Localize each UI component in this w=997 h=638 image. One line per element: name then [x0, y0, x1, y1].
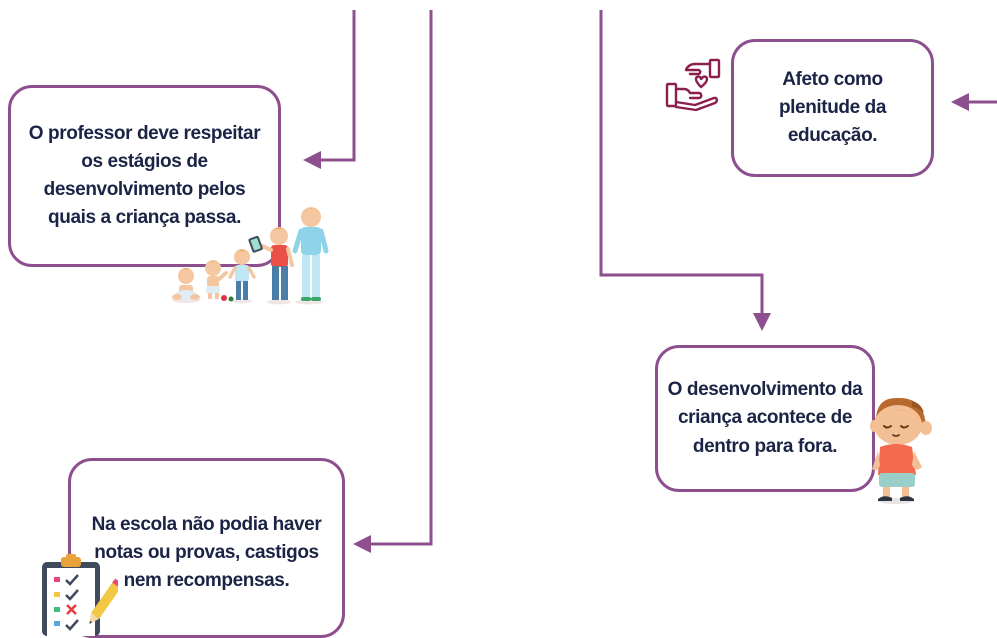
tween-figure — [248, 227, 294, 300]
node-professor: O professor deve respeitar os estágios d… — [8, 85, 281, 267]
connector-to-professor — [303, 10, 356, 169]
baby-figure — [172, 268, 200, 300]
child-growth-stages-illustration — [172, 207, 329, 305]
node-afeto-text: Afeto como plenitude da educação. — [778, 68, 887, 147]
node-desenvolvimento: O desenvolvimento da criança acontece de… — [655, 345, 875, 492]
connector-to-escola — [353, 10, 433, 553]
hands-heart-icon — [665, 58, 721, 112]
child-figure — [228, 249, 256, 300]
node-escola-text: Na escola não podia haver notas ou prova… — [91, 513, 322, 592]
node-professor-text: O professor deve respeitar os estágios d… — [28, 122, 261, 229]
node-desenvolvimento-text: O desenvolvimento da criança acontece de… — [667, 379, 863, 457]
smiling-child-illustration — [870, 397, 932, 504]
adult-figure — [292, 207, 329, 301]
node-afeto: Afeto como plenitude da educação. — [731, 39, 934, 177]
toddler-figure — [205, 260, 228, 299]
clipboard-checklist-icon — [42, 554, 118, 636]
node-escola: Na escola não podia haver notas ou prova… — [68, 458, 345, 638]
